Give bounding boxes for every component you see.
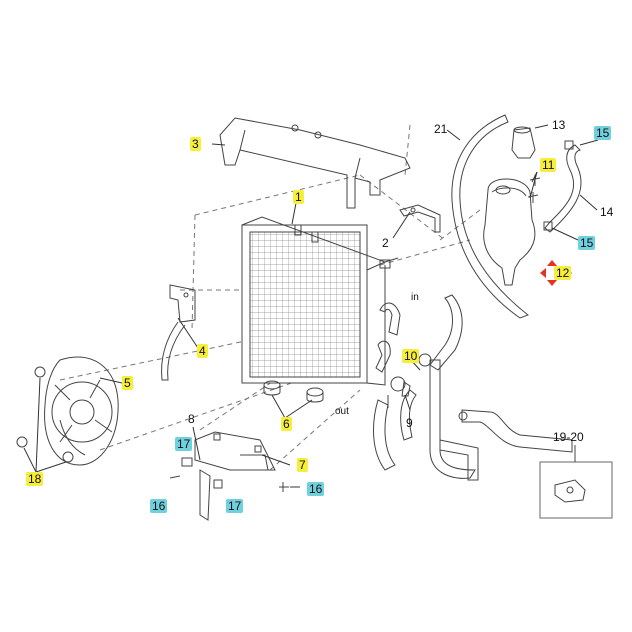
clamp-15-lower <box>543 221 553 231</box>
label-in: in <box>411 292 419 303</box>
callout-15-upper: 15 <box>594 126 612 140</box>
radiator-hoses <box>375 302 411 408</box>
radiator <box>241 216 399 386</box>
callout-8: 8 <box>188 412 195 426</box>
top-bracket <box>219 117 411 209</box>
label-out: out <box>335 406 349 417</box>
callout-16-left: 16 <box>150 499 168 513</box>
bracket-7 <box>194 431 276 521</box>
callout-5: 5 <box>122 376 133 390</box>
callout-13: 13 <box>552 118 566 132</box>
coolant-pipes <box>373 294 573 481</box>
rubber-caps-6 <box>263 380 324 403</box>
callout-2: 2 <box>382 236 389 250</box>
callout-12: 12 <box>554 266 572 280</box>
callout-10: 10 <box>402 349 420 363</box>
nuts-18 <box>16 366 74 463</box>
clamp-15-upper <box>564 140 574 150</box>
bracket-4 <box>161 284 196 381</box>
callout-9: 9 <box>406 416 413 430</box>
callout-18: 18 <box>26 472 44 486</box>
leader-lines <box>23 124 599 488</box>
callout-16-right: 16 <box>307 482 325 496</box>
alignment-lines <box>59 124 481 471</box>
hose-21 <box>451 114 530 319</box>
callout-1: 1 <box>293 190 304 204</box>
hose-14 <box>544 144 582 233</box>
screws-11 <box>527 175 541 203</box>
callout-11: 11 <box>540 158 557 172</box>
callout-17-right: 17 <box>226 499 244 513</box>
callout-15-lower: 15 <box>578 236 596 250</box>
callout-7: 7 <box>297 458 308 472</box>
callout-4: 4 <box>197 344 208 358</box>
cooling-fan <box>44 356 119 466</box>
expansion-tank <box>483 178 536 286</box>
callout-19-20: 19-20 <box>553 430 584 444</box>
callout-17-left: 17 <box>175 437 193 451</box>
callout-6: 6 <box>281 417 292 431</box>
callout-14: 14 <box>600 205 614 219</box>
callout-3: 3 <box>190 137 201 151</box>
callout-21: 21 <box>434 122 448 136</box>
fasteners-16-17 <box>169 457 289 492</box>
filler-cap <box>511 126 536 159</box>
inset-box-19-20 <box>539 445 613 519</box>
